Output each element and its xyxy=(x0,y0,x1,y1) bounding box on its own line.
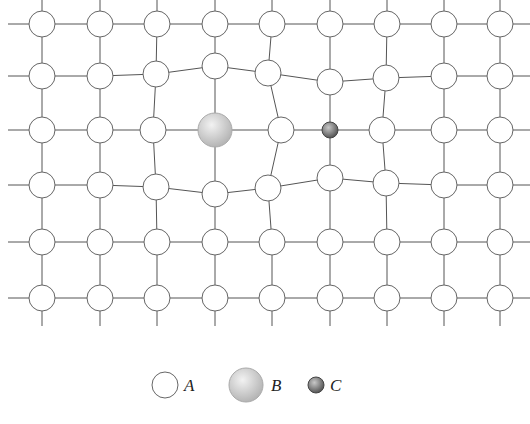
lattice-line xyxy=(330,0,331,326)
lattice-line xyxy=(382,0,387,326)
host-atom xyxy=(202,53,228,79)
host-atom xyxy=(487,11,513,37)
host-atom xyxy=(487,285,513,311)
lattice-line xyxy=(268,0,281,326)
host-atom xyxy=(317,285,343,311)
host-atom xyxy=(431,63,457,89)
lattice-line xyxy=(444,0,445,326)
host-atom xyxy=(202,229,228,255)
legend-swatch xyxy=(308,377,324,393)
host-atom xyxy=(144,11,170,37)
host-atom xyxy=(374,11,400,37)
legend-swatch xyxy=(229,368,263,402)
host-atom xyxy=(317,229,343,255)
host-atom xyxy=(317,11,343,37)
host-atom xyxy=(202,181,228,207)
lattice-line xyxy=(215,0,216,326)
host-atom xyxy=(431,285,457,311)
legend-label: B xyxy=(271,377,281,394)
host-atom xyxy=(87,117,113,143)
host-atom xyxy=(143,61,169,87)
host-atom xyxy=(268,117,294,143)
host-atom xyxy=(255,175,281,201)
host-atom xyxy=(87,11,113,37)
host-atom xyxy=(202,285,228,311)
legend-label: C xyxy=(330,377,341,394)
host-atom xyxy=(487,117,513,143)
small-solute-atom xyxy=(322,122,338,138)
host-atom xyxy=(431,117,457,143)
host-atom xyxy=(29,229,55,255)
host-atom xyxy=(29,285,55,311)
lattice-line xyxy=(500,0,501,326)
large-solute-atom xyxy=(198,113,232,147)
host-atom xyxy=(29,172,55,198)
host-atom xyxy=(487,229,513,255)
host-atom xyxy=(87,63,113,89)
host-atom xyxy=(29,11,55,37)
host-atom xyxy=(259,229,285,255)
legend-label: A xyxy=(184,377,194,394)
host-atom xyxy=(143,174,169,200)
host-atom xyxy=(431,172,457,198)
host-atom xyxy=(431,229,457,255)
host-atom xyxy=(487,63,513,89)
host-atom xyxy=(373,65,399,91)
lattice-line xyxy=(42,0,43,326)
host-atom xyxy=(369,117,395,143)
host-atom xyxy=(140,117,166,143)
host-atom xyxy=(259,11,285,37)
host-atom xyxy=(317,165,343,191)
host-atom xyxy=(255,60,281,86)
host-atom xyxy=(87,172,113,198)
host-atom xyxy=(29,63,55,89)
host-atom xyxy=(317,69,343,95)
host-atom xyxy=(29,117,55,143)
host-atom xyxy=(202,11,228,37)
host-atom xyxy=(431,11,457,37)
host-atom xyxy=(259,285,285,311)
host-atom xyxy=(487,172,513,198)
host-atom xyxy=(373,170,399,196)
host-atom xyxy=(374,285,400,311)
host-atom xyxy=(87,229,113,255)
host-atom xyxy=(87,285,113,311)
host-atom xyxy=(144,285,170,311)
legend-swatch xyxy=(152,372,178,398)
host-atom xyxy=(144,229,170,255)
lattice-line xyxy=(153,0,157,326)
host-atom xyxy=(374,229,400,255)
lattice-line xyxy=(100,0,101,326)
